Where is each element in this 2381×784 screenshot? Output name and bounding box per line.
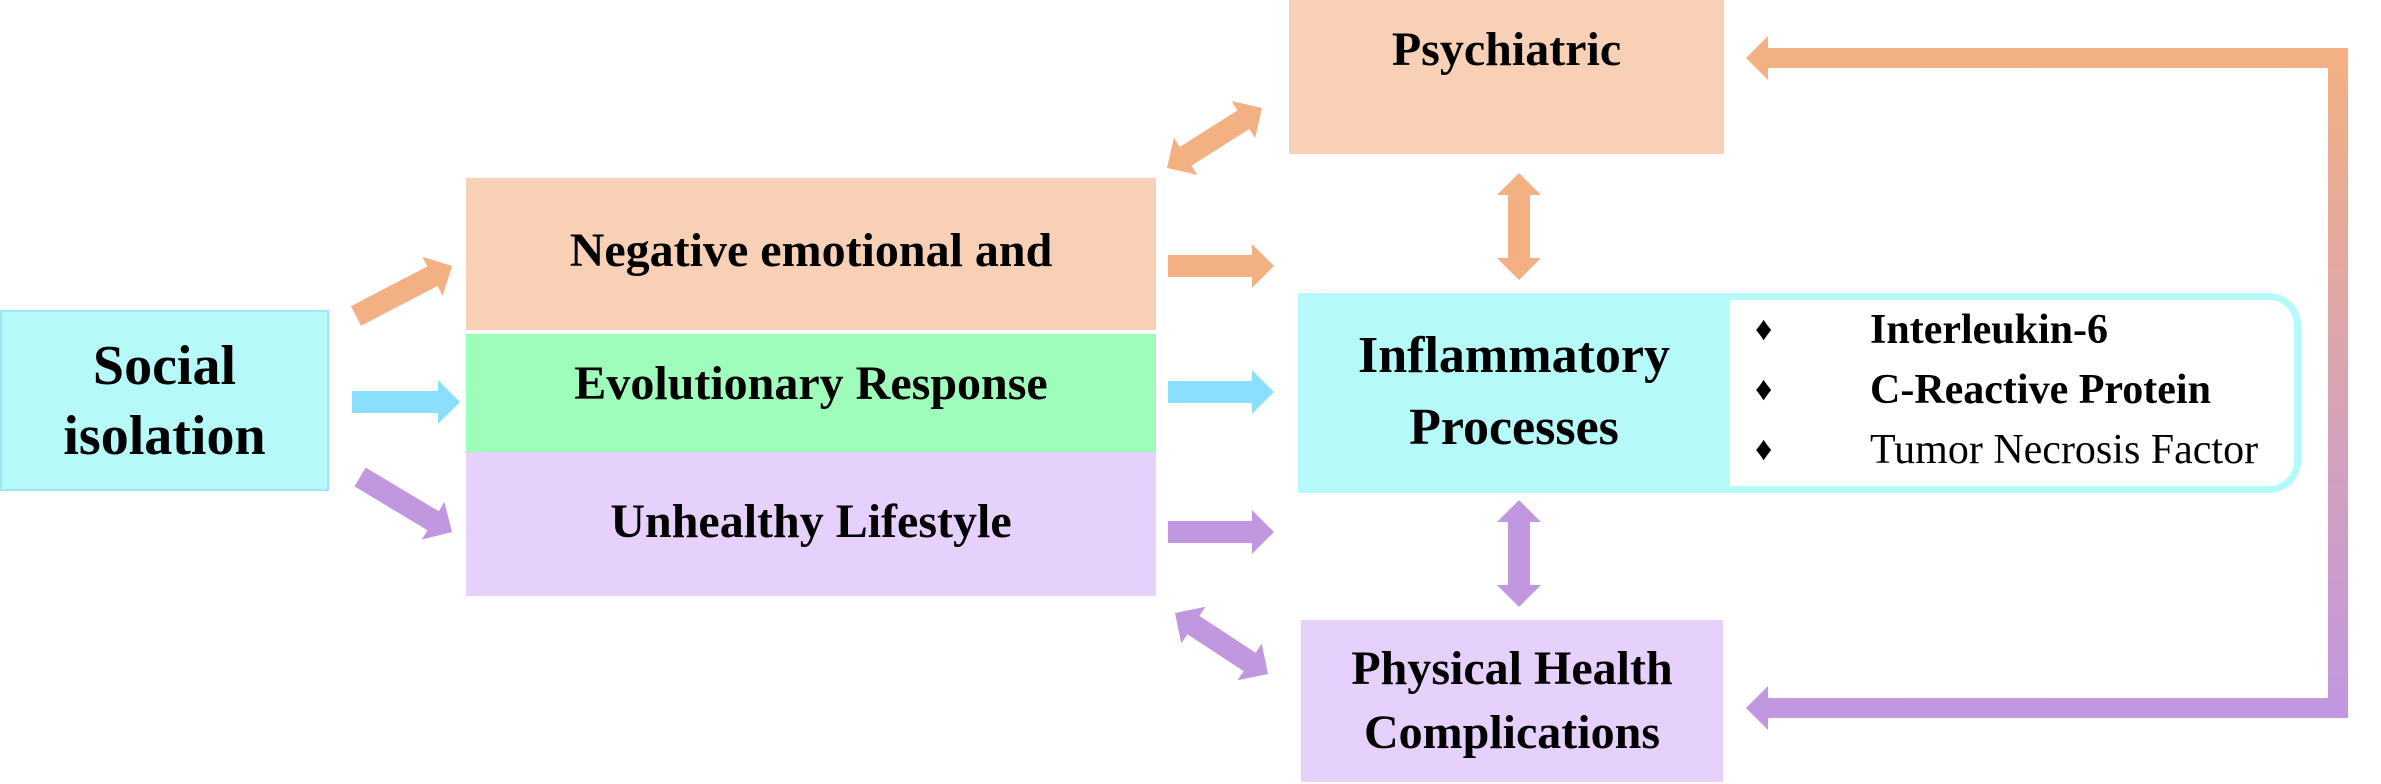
- arrow-social-to-negative: [350, 256, 452, 326]
- node-label-line: Physical Health: [1351, 642, 1673, 695]
- node-unhealthy-lifestyle: Unhealthy Lifestyle: [466, 452, 1156, 596]
- diamond-bullet-icon: ♦: [1755, 431, 1773, 468]
- arrow-negative-to-inflammatory: [1168, 244, 1274, 288]
- node-label-line: isolation: [63, 404, 266, 467]
- feedback-loop-connector: [1768, 48, 2348, 718]
- diamond-bullet-icon: ♦: [1755, 371, 1773, 408]
- node-label: Unhealthy Lifestyle: [610, 495, 1012, 548]
- diamond-bullet-icon: ♦: [1755, 311, 1773, 348]
- arrow-psychiatric-inflammatory: [1497, 173, 1541, 280]
- factor-label: C-Reactive Protein: [1870, 367, 2211, 413]
- factor-item: ♦ Tumor Necrosis Factor: [1755, 420, 2295, 480]
- node-inflammatory-processes: Inflammatory Processes: [1298, 293, 1730, 490]
- node-label-line: Social: [92, 334, 237, 397]
- factor-item: ♦ Interleukin-6: [1755, 300, 2295, 360]
- factor-label: Interleukin-6: [1870, 307, 2109, 353]
- arrow-negative-psychiatric: [1167, 101, 1262, 175]
- arrow-unhealthy-physical: [1175, 606, 1268, 681]
- node-label: Evolutionary Response: [574, 357, 1048, 410]
- node-label-line: Inflammatory: [1358, 326, 1670, 384]
- node-evolutionary-response: Evolutionary Response: [466, 334, 1156, 460]
- inflammatory-factor-list: ♦ Interleukin-6 ♦ C-Reactive Protein ♦ T…: [1755, 300, 2295, 480]
- arrowhead-to-physical-icon: [1746, 686, 1768, 730]
- node-psychiatric: Psychiatric: [1289, 0, 1724, 154]
- arrow-evolutionary-to-inflammatory: [1168, 370, 1274, 414]
- node-negative-emotional: Negative emotional and: [466, 178, 1156, 330]
- node-physical-health-complications: Physical Health Complications: [1301, 620, 1723, 782]
- arrow-social-to-unhealthy: [354, 467, 452, 540]
- node-label-line: Processes: [1409, 398, 1619, 456]
- arrowhead-to-psychiatric-icon: [1746, 36, 1768, 80]
- node-label-line: Complications: [1363, 706, 1660, 759]
- arrow-social-to-evolutionary: [352, 380, 460, 424]
- node-label: Psychiatric: [1391, 23, 1622, 76]
- factor-label: Tumor Necrosis Factor: [1870, 427, 2259, 473]
- factor-item: ♦ C-Reactive Protein: [1755, 360, 2295, 420]
- node-social-isolation: Social isolation: [0, 310, 329, 491]
- arrow-unhealthy-to-inflammatory: [1168, 510, 1274, 554]
- arrow-inflammatory-physical: [1497, 500, 1541, 607]
- node-label: Negative emotional and: [569, 223, 1053, 277]
